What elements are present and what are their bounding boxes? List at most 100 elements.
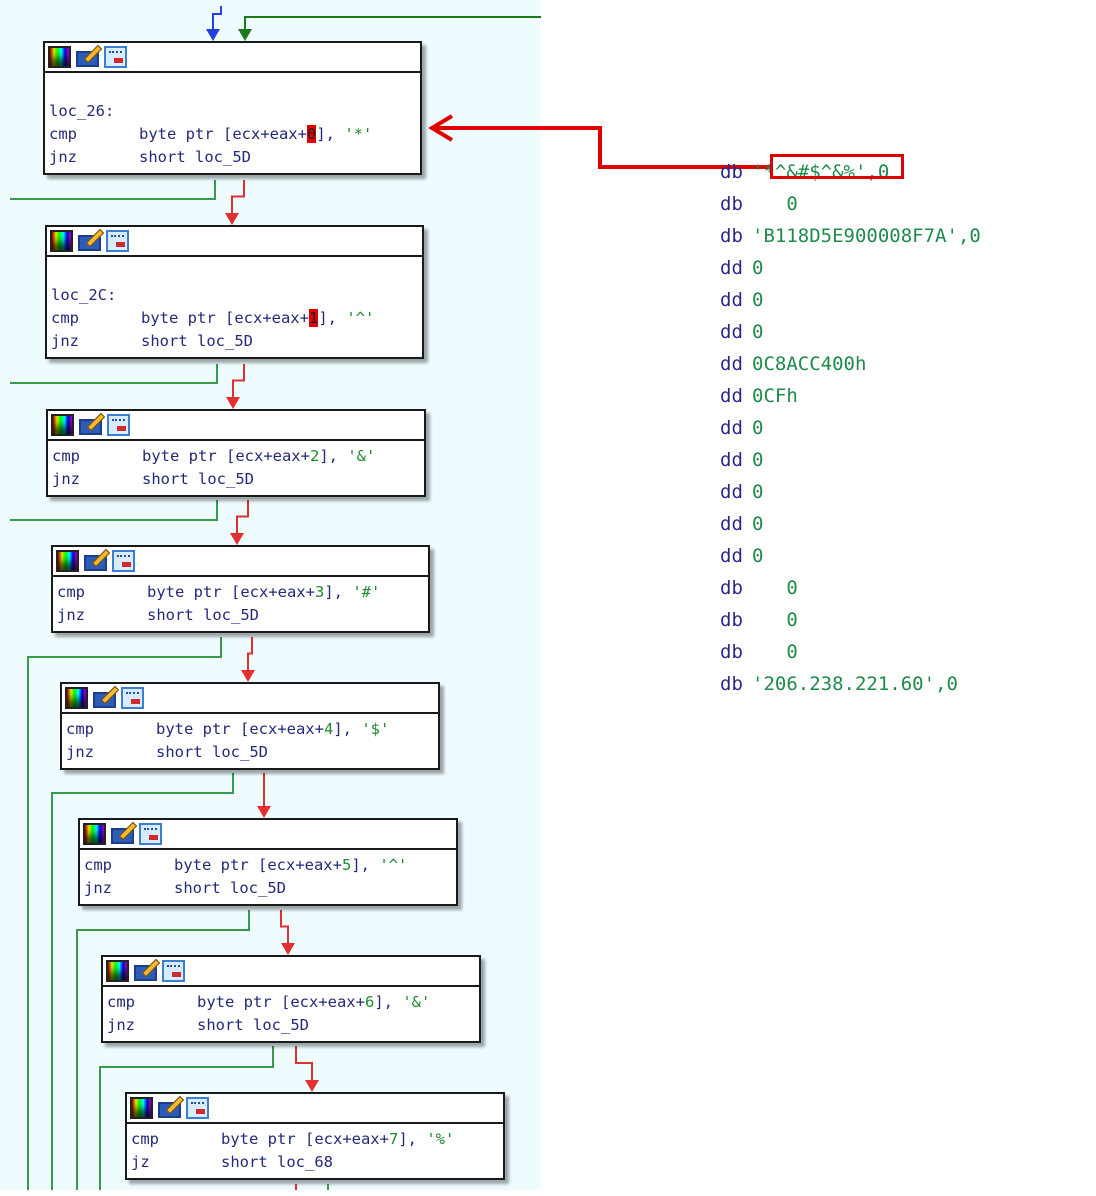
- jump-target[interactable]: short loc_5D: [139, 148, 251, 166]
- mnemonic: jz: [131, 1153, 150, 1171]
- graph-view-icon[interactable]: [162, 960, 185, 982]
- string-highlight-box: [770, 154, 904, 179]
- color-palette-icon[interactable]: [50, 230, 73, 252]
- location-label[interactable]: loc_2C:: [51, 286, 117, 304]
- data-definition-row[interactable]: db'206.238.221.60',0: [720, 668, 981, 700]
- data-value: 'B118D5E900008F7A': [752, 225, 958, 247]
- edit-pencil-icon[interactable]: [158, 1102, 181, 1118]
- operand: byte ptr [ecx+eax+: [141, 309, 309, 327]
- edit-pencil-icon[interactable]: [93, 692, 116, 708]
- offset-value: 2: [309, 447, 320, 465]
- block-header: [62, 684, 438, 714]
- color-palette-icon[interactable]: [51, 414, 74, 436]
- directive: dd: [720, 417, 743, 439]
- graph-view-icon[interactable]: [104, 46, 127, 68]
- color-palette-icon[interactable]: [48, 46, 71, 68]
- jump-target[interactable]: short loc_5D: [174, 879, 286, 897]
- jump-target[interactable]: short loc_5D: [197, 1016, 309, 1034]
- data-definition-row[interactable]: dd 0: [720, 508, 981, 540]
- graph-view-icon[interactable]: [107, 414, 130, 436]
- edit-pencil-icon[interactable]: [76, 51, 99, 67]
- data-value: 0: [752, 513, 764, 535]
- data-definition-row[interactable]: db 0: [720, 636, 981, 668]
- location-label[interactable]: loc_26:: [49, 102, 115, 120]
- edit-pencil-icon[interactable]: [78, 235, 101, 251]
- color-palette-icon[interactable]: [130, 1097, 153, 1119]
- graph-view-icon[interactable]: [121, 687, 144, 709]
- char-literal: '&': [402, 993, 431, 1011]
- instruction-jump[interactable]: jnz short loc_5D: [51, 330, 418, 353]
- operand-close: ],: [398, 1130, 427, 1148]
- edit-pencil-icon[interactable]: [84, 555, 107, 571]
- jump-target[interactable]: short loc_5D: [142, 470, 254, 488]
- char-literal: '%': [426, 1130, 455, 1148]
- operand: byte ptr [ecx+eax+: [174, 856, 342, 874]
- mnemonic: jnz: [51, 332, 79, 350]
- offset-value: 4: [323, 720, 334, 738]
- data-definition-row[interactable]: db 0: [720, 572, 981, 604]
- color-palette-icon[interactable]: [83, 823, 106, 845]
- color-palette-icon[interactable]: [106, 960, 129, 982]
- edit-pencil-icon[interactable]: [134, 965, 157, 981]
- mnemonic: cmp: [84, 856, 112, 874]
- directive: dd: [720, 513, 743, 535]
- edit-pencil-icon[interactable]: [111, 828, 134, 844]
- data-value: 0: [752, 321, 764, 343]
- graph-view-icon[interactable]: [106, 230, 129, 252]
- data-value: 0: [752, 577, 798, 599]
- graph-view-icon[interactable]: [112, 550, 135, 572]
- mnemonic: cmp: [57, 583, 85, 601]
- jump-target[interactable]: short loc_5D: [147, 606, 259, 624]
- jump-target[interactable]: short loc_5D: [156, 743, 268, 761]
- instruction-jump[interactable]: jz short loc_68: [131, 1151, 499, 1174]
- directive: db: [720, 673, 743, 695]
- char-literal: '^': [379, 856, 408, 874]
- graph-view-icon[interactable]: [186, 1097, 209, 1119]
- jump-target[interactable]: short loc_5D: [141, 332, 253, 350]
- directive: dd: [720, 353, 743, 375]
- data-definition-row[interactable]: db 0: [720, 604, 981, 636]
- data-value: 0: [752, 193, 798, 215]
- data-suffix: ,0: [957, 225, 981, 247]
- color-palette-icon[interactable]: [65, 687, 88, 709]
- jump-target[interactable]: short loc_68: [221, 1153, 333, 1171]
- graph-view-icon[interactable]: [139, 823, 162, 845]
- color-palette-icon[interactable]: [56, 550, 79, 572]
- data-definition-row[interactable]: db 0: [720, 188, 981, 220]
- edit-pencil-icon[interactable]: [79, 419, 102, 435]
- data-definition-row[interactable]: db'B118D5E900008F7A',0: [720, 220, 981, 252]
